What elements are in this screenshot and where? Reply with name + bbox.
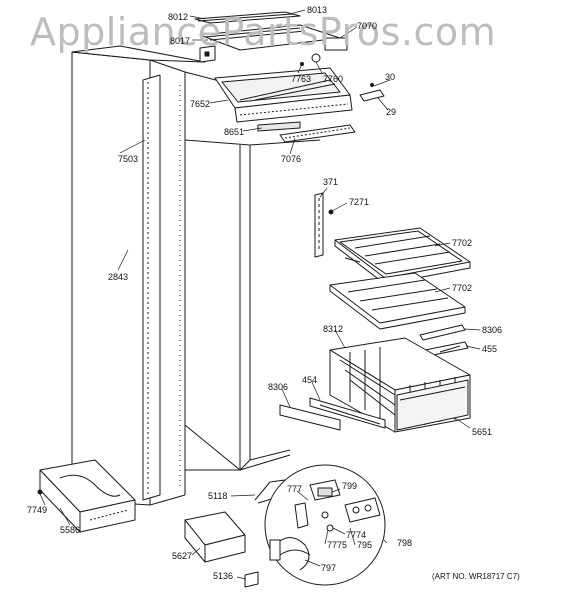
part-label-8306-right: 8306 <box>482 325 503 335</box>
cabinet-shell <box>71 45 321 506</box>
part-label-371: 371 <box>323 177 339 187</box>
part-label-7503: 7503 <box>118 154 139 164</box>
clip-5136 <box>244 571 259 588</box>
shelf-lower <box>329 272 466 330</box>
part-label-2843: 2843 <box>108 272 129 282</box>
part-label-777: 777 <box>287 484 303 494</box>
part-label-7076: 7076 <box>281 154 302 164</box>
part-label-7775: 7775 <box>327 540 348 550</box>
part-label-5586: 5586 <box>60 525 81 535</box>
part-label-8013: 8013 <box>307 5 328 15</box>
top-trim-assembly <box>194 11 341 63</box>
shelf-upper <box>334 227 471 285</box>
art-number: (ART NO. WR18717 C7) <box>432 572 520 581</box>
tray-5627 <box>184 511 246 563</box>
part-label-8012: 8012 <box>168 12 189 22</box>
part-label-5651: 5651 <box>472 427 493 437</box>
part-label-7763: 7763 <box>291 74 312 84</box>
part-label-7749: 7749 <box>27 505 48 515</box>
part-label-8017: 8017 <box>170 36 191 46</box>
part-label-5136: 5136 <box>213 571 234 581</box>
part-label-8312: 8312 <box>323 324 344 334</box>
shelf-ladder-371 <box>314 192 334 258</box>
part-label-7070: 7070 <box>357 21 378 31</box>
part-label-7652: 7652 <box>190 99 211 109</box>
part-label-5118: 5118 <box>208 491 228 501</box>
crisper-drawer <box>329 337 471 433</box>
part-label-798: 798 <box>397 538 413 548</box>
part-label-799: 799 <box>342 481 358 491</box>
part-label-7760: 7760 <box>323 74 344 84</box>
lower-trim-strips <box>257 121 356 143</box>
leader-lines <box>39 9 481 580</box>
part-label-454: 454 <box>302 375 318 385</box>
part-label-7702-lower: 7702 <box>452 283 473 293</box>
part-label-7774: 7774 <box>346 530 367 540</box>
control-housing <box>214 37 385 123</box>
drawer-slides-left <box>279 397 386 431</box>
part-label-8651: 8651 <box>224 127 245 137</box>
part-label-795: 795 <box>357 540 373 550</box>
part-label-5627: 5627 <box>172 551 193 561</box>
part-label-29: 29 <box>386 107 397 117</box>
part-label-7271: 7271 <box>349 197 370 207</box>
part-label-8306-left: 8306 <box>268 382 289 392</box>
control-box-5586 <box>37 459 136 533</box>
watermark: AppliancePartsPros.com <box>30 10 497 54</box>
part-label-30: 30 <box>385 72 396 82</box>
detail-circle-798 <box>264 464 386 586</box>
part-label-455: 455 <box>482 344 498 354</box>
part-label-797: 797 <box>321 563 337 573</box>
part-label-7702-upper: 7702 <box>452 238 473 248</box>
